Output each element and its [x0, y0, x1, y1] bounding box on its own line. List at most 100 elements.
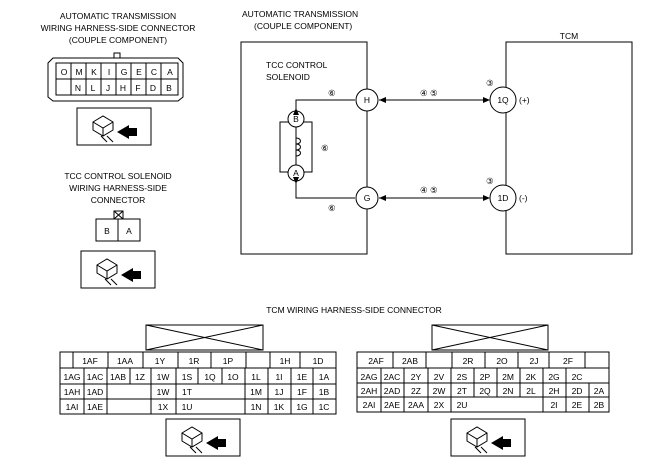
- pin-1s: 1S: [182, 372, 193, 382]
- pin-2g: 2G: [548, 372, 559, 382]
- pin-1e: 1E: [297, 372, 308, 382]
- couple-connector-key: [113, 52, 121, 59]
- node-b-label: B: [293, 114, 299, 124]
- pin-1af: 1AF: [82, 356, 98, 366]
- pin-1p: 1P: [223, 356, 234, 366]
- pin-2af: 2AF: [368, 356, 384, 366]
- couple-title-line-3: (COUPLE COMPONENT): [69, 35, 167, 45]
- arrow-h: [379, 97, 386, 103]
- pin-1w: 1W: [157, 387, 170, 397]
- node-g-label: G: [364, 193, 371, 203]
- tcm-title: TCM: [560, 31, 578, 41]
- couple-pin-j: J: [106, 83, 110, 93]
- couple-pin-d: D: [150, 83, 156, 93]
- couple-pin-n: N: [75, 83, 81, 93]
- couple-pin-a: A: [167, 67, 173, 77]
- pin-1ad: 1AD: [87, 387, 104, 397]
- solenoid-pin-b: B: [104, 226, 110, 236]
- solenoid-label-line-1: TCC CONTROL: [266, 60, 328, 70]
- ref-45-bottom: ④ ⑤: [420, 185, 438, 195]
- couple-title-line-1: AUTOMATIC TRANSMISSION: [60, 11, 176, 21]
- pin-2j: 2J: [530, 356, 539, 366]
- pin-2aa: 2AA: [408, 400, 424, 410]
- pin-1f: 1F: [297, 387, 307, 397]
- pin-2z: 2Z: [411, 386, 421, 396]
- pin-2e: 2E: [572, 400, 583, 410]
- couple-pin-m: M: [75, 67, 82, 77]
- pin-2f: 2F: [563, 356, 573, 366]
- pin-2u: 2U: [457, 400, 468, 410]
- node-h: [355, 88, 379, 112]
- node-1d-label: 1D: [498, 193, 509, 203]
- right-block-face: [356, 351, 610, 413]
- pin-2d: 2D: [572, 386, 583, 396]
- pin-1aa: 1AA: [117, 356, 133, 366]
- arrow-g: [379, 195, 386, 201]
- pin-2ae: 2AE: [384, 400, 400, 410]
- pin-2ac: 2AC: [384, 372, 401, 382]
- pin-1k: 1K: [274, 402, 285, 412]
- pin-2r: 2R: [463, 356, 474, 366]
- pin-2n: 2N: [503, 386, 514, 396]
- ref-45-top: ④ ⑤: [420, 88, 438, 98]
- pin-2s: 2S: [457, 372, 468, 382]
- pin-2ab: 2AB: [402, 356, 418, 366]
- couple-connector-outline: [47, 57, 184, 102]
- node-a-label: A: [293, 168, 299, 178]
- pin-1i: 1I: [275, 372, 282, 382]
- at-title-line-1: AUTOMATIC TRANSMISSION: [242, 9, 358, 19]
- pin-2ad: 2AD: [384, 386, 401, 396]
- pin-2ah: 2AH: [361, 386, 378, 396]
- pin-2w: 2W: [433, 386, 446, 396]
- solenoid-label-line-2: SOLENOID: [266, 72, 310, 82]
- couple-pin-l: L: [91, 83, 96, 93]
- couple-title-line-2: WIRING HARNESS-SIDE CONNECTOR: [41, 23, 196, 33]
- tcm-connector-right-block: 2AF 2AB 2R 2O 2J 2F 2AG 2AC 2Y 2V 2S 2P …: [356, 324, 610, 457]
- at-title-line-2: (COUPLE COMPONENT): [254, 21, 352, 31]
- pin-2h: 2H: [549, 386, 560, 396]
- polarity-plus: (+): [519, 95, 530, 105]
- pin-1n: 1N: [251, 402, 262, 412]
- connector-icon: [76, 107, 152, 146]
- pin-2l: 2L: [526, 386, 536, 396]
- solenoid-title-line-3: CONNECTOR: [91, 195, 146, 205]
- couple-pin-k: K: [91, 67, 97, 77]
- couple-pin-o: O: [61, 67, 68, 77]
- node-g: [355, 186, 379, 210]
- couple-pin-g: G: [121, 67, 128, 77]
- pin-1b: 1B: [319, 387, 330, 397]
- tcm-connector-left-block: 1AF 1AA 1Y 1R 1P 1H 1D 1AG 1AC 1AB 1Z 1W…: [59, 324, 337, 457]
- pin-2o: 2O: [496, 356, 508, 366]
- pin-2x: 2X: [434, 400, 445, 410]
- pin-1j: 1J: [275, 387, 284, 397]
- pin-1o: 1O: [227, 372, 239, 382]
- pin-2k: 2K: [526, 372, 537, 382]
- solenoid-title-line-1: TCC CONTROL SOLENOID: [64, 171, 171, 181]
- pin-1h: 1H: [280, 356, 291, 366]
- pin-1a: 1A: [319, 372, 330, 382]
- pin-2a: 2A: [594, 386, 605, 396]
- connector-icon: [165, 418, 241, 457]
- pin-1c: 1C: [319, 402, 330, 412]
- pin-2p: 2P: [480, 372, 491, 382]
- arrow-1q: [483, 97, 490, 103]
- ref-3-top: ③: [486, 78, 494, 88]
- pin-2i: 2I: [550, 400, 557, 410]
- pin-1d: 1D: [313, 356, 324, 366]
- pin-1ag: 1AG: [63, 372, 80, 382]
- pin-2y: 2Y: [411, 372, 422, 382]
- pin-2ai: 2AI: [363, 400, 376, 410]
- pin-1ae: 1AE: [87, 402, 103, 412]
- connector-icon: [450, 418, 526, 457]
- couple-bottom-row: N L J H F D B: [70, 79, 172, 95]
- couple-pin-f: F: [135, 83, 140, 93]
- ref-6-coil: ⑥: [321, 143, 329, 153]
- pin-2q: 2Q: [479, 386, 491, 396]
- node-h-label: H: [364, 95, 370, 105]
- pin-2ag: 2AG: [360, 372, 377, 382]
- couple-top-row: O M K I G E C A: [61, 63, 173, 79]
- coil-symbol: [295, 137, 301, 157]
- ref-6-bottom: ⑥: [328, 203, 336, 213]
- schematic: AUTOMATIC TRANSMISSION (COUPLE COMPONENT…: [240, 9, 633, 255]
- couple-connector-group: AUTOMATIC TRANSMISSION WIRING HARNESS-SI…: [41, 11, 196, 146]
